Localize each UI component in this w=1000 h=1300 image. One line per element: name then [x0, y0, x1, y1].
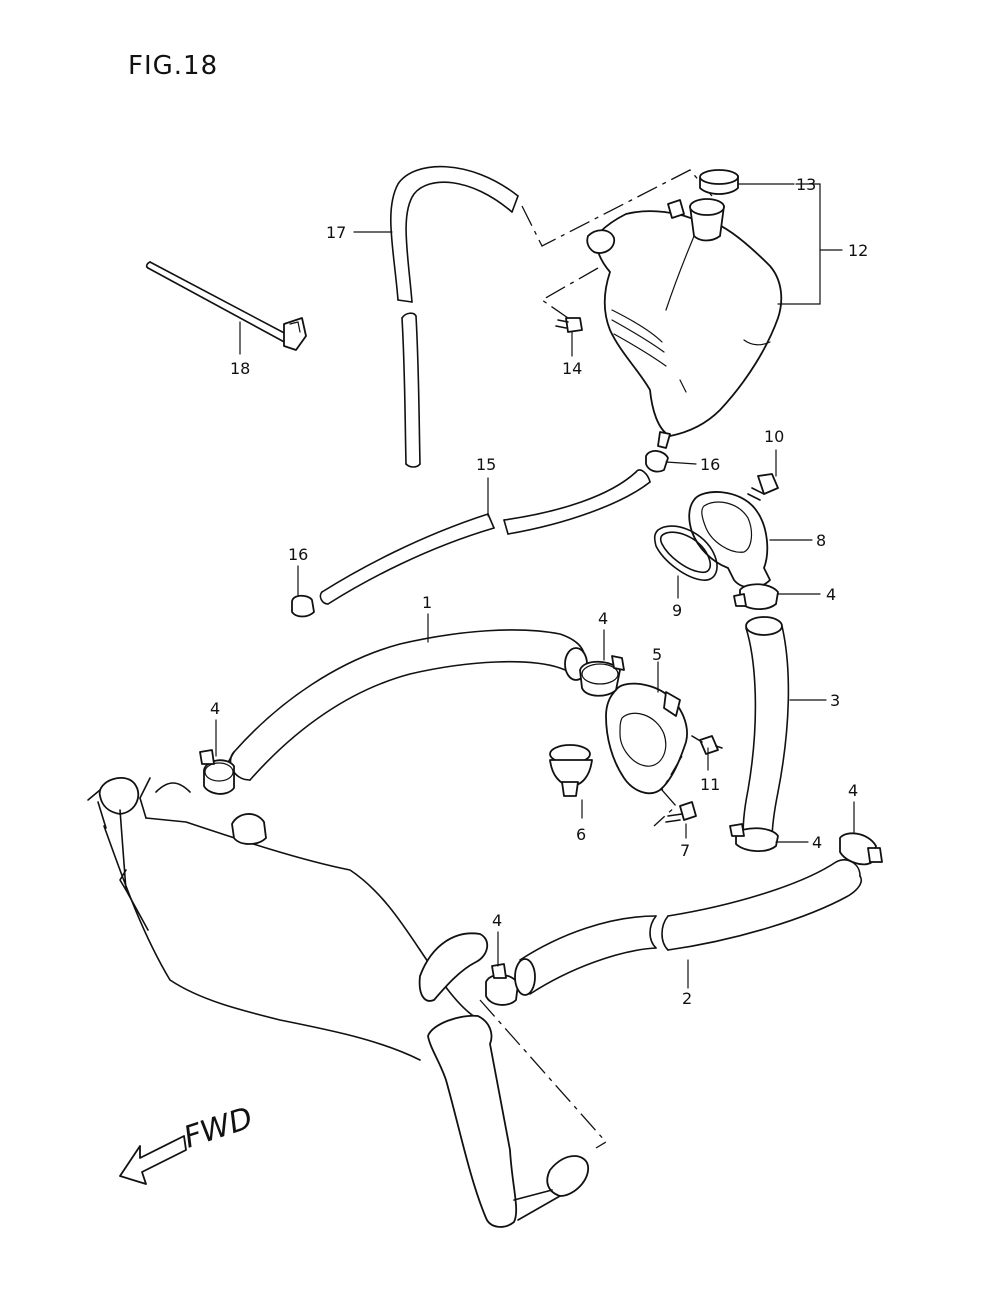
part-17-hose: [390, 165, 519, 468]
part-8-thermostat-cover: [688, 491, 771, 589]
leader-radiator-hose: [479, 999, 608, 1149]
callout-13: 13: [796, 175, 816, 194]
leader-7-to-case: [653, 755, 683, 827]
part-4-clamp-f: [485, 963, 519, 1006]
callout-leaders: [215, 183, 855, 989]
part-6-thermostat: [549, 744, 593, 797]
callout-14: 14: [562, 359, 582, 378]
figure-title: FIG.18: [128, 51, 218, 81]
callout-16-lower: 16: [288, 545, 308, 564]
callout-4-c: 4: [826, 585, 836, 604]
callout-5: 5: [652, 645, 662, 664]
part-4-clamp-c: [733, 583, 779, 610]
callout-labels: 1 2 3 4 4 4 4 4 4 5 6 7 8 9 10 11 12 13 …: [210, 175, 868, 1008]
callout-4-f: 4: [492, 911, 502, 930]
callout-4-e: 4: [848, 781, 858, 800]
callout-6: 6: [576, 825, 586, 844]
callout-18: 18: [230, 359, 250, 378]
callout-11: 11: [700, 775, 720, 794]
part-1-hose: [225, 629, 588, 781]
callout-4-b: 4: [210, 699, 220, 718]
callout-9: 9: [672, 601, 682, 620]
part-12-reservoir-tank: [586, 198, 783, 449]
part-9-o-ring: [653, 525, 718, 581]
part-13-cap: [699, 169, 739, 195]
part-4-clamp-a: [579, 655, 625, 697]
part-10-bolt: [747, 473, 779, 501]
radiator-assembly: [87, 777, 589, 1228]
part-11-temp-sensor: [691, 735, 723, 755]
callout-3: 3: [830, 691, 840, 710]
callout-10: 10: [764, 427, 784, 446]
part-4-clamp-d: [729, 823, 779, 852]
part-18-cable-tie: [145, 261, 307, 351]
part-4-clamp-b: [199, 749, 235, 795]
part-16-clamp-lower: [291, 594, 315, 618]
callout-15: 15: [476, 455, 496, 474]
part-14-bolt: [555, 317, 583, 333]
callout-12: 12: [848, 241, 868, 260]
callout-4-a: 4: [598, 609, 608, 628]
callout-17: 17: [326, 223, 346, 242]
callout-16-upper: 16: [700, 455, 720, 474]
part-7-bolt: [665, 801, 697, 823]
forward-direction-arrow: [119, 1135, 187, 1185]
callout-4-d: 4: [812, 833, 822, 852]
callout-1: 1: [422, 593, 432, 612]
callout-2: 2: [682, 989, 692, 1008]
part-2-hose: [514, 859, 863, 996]
part-4-clamp-e: [839, 832, 883, 866]
callout-7: 7: [680, 841, 690, 860]
part-3-hose: [742, 616, 790, 846]
part-5-thermostat-case: [605, 682, 688, 795]
leader-14-to-tank: [540, 267, 599, 319]
callout-8: 8: [816, 531, 826, 550]
part-16-clamp-upper: [645, 450, 669, 473]
fwd-label: FWD: [180, 1101, 257, 1156]
part-15-hose: [319, 469, 651, 605]
